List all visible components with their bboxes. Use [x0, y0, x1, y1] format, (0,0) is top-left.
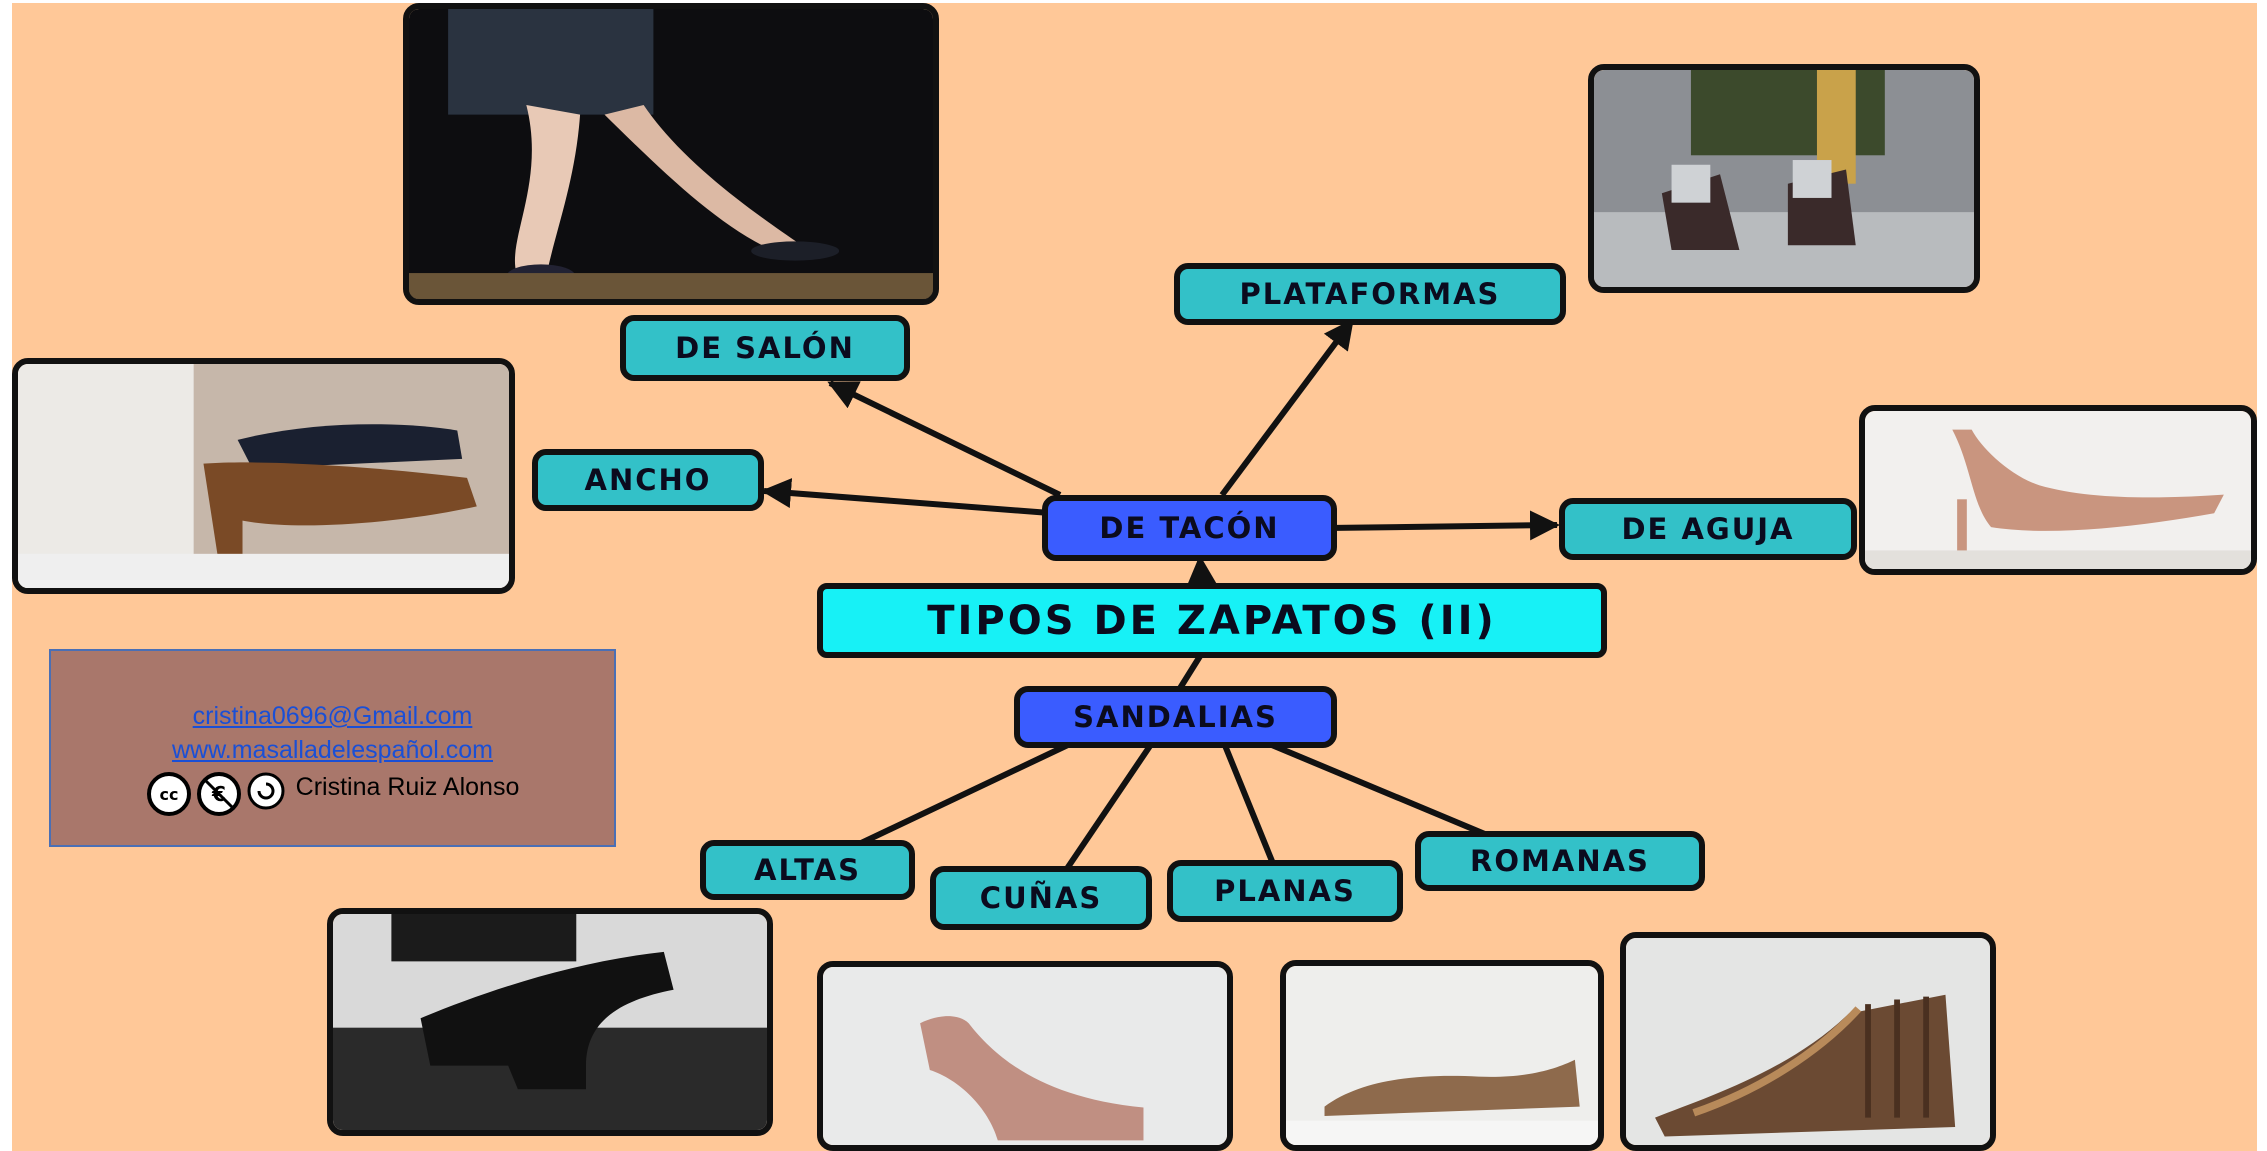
website-link[interactable]: www.masalladelespañol.com [172, 736, 493, 764]
photo-de-aguja [1859, 405, 2257, 575]
license-row: cc € Cristina Ruiz Alonso [51, 771, 614, 817]
author-name: Cristina Ruiz Alonso [295, 772, 520, 801]
wide-heel-shoes-icon [18, 364, 509, 588]
slide-canvas: DE SALÓN PLATAFORMAS ANCHO DE TACÓN DE A… [12, 3, 2257, 1151]
arrow-to-ancho [761, 478, 1051, 516]
photo-de-salon [403, 3, 939, 305]
cc-icon: cc [146, 772, 191, 816]
node-sandalias: SANDALIAS [1014, 686, 1337, 748]
node-de-aguja: DE AGUJA [1559, 498, 1857, 560]
arrow-to-de-salon [827, 380, 1062, 498]
arrow-to-plataformas [1219, 318, 1355, 497]
node-de-tacon: DE TACÓN [1042, 495, 1337, 561]
node-de-salon: DE SALÓN [620, 315, 910, 381]
node-planas: PLANAS [1167, 860, 1403, 922]
node-plataformas: PLATAFORMAS [1174, 263, 1566, 325]
node-tipos-de-zapatos: TIPOS DE ZAPATOS (II) [817, 583, 1607, 658]
non-commercial-icon: € [196, 772, 241, 816]
photo-planas [1280, 960, 1604, 1151]
photo-romanas [1620, 932, 1996, 1151]
line-to-altas [855, 740, 1074, 848]
stiletto-shoe-icon [1865, 411, 2251, 569]
arrow-to-de-aguja [1326, 510, 1560, 541]
connector-lines [761, 318, 1560, 875]
wedge-shoe-icon [823, 967, 1227, 1145]
email-link[interactable]: cristina0696@Gmail.com [192, 702, 473, 730]
photo-altas [327, 908, 773, 1136]
platform-shoes-icon [1594, 70, 1974, 287]
high-sandal-icon [333, 914, 767, 1130]
roman-sandal-icon [1626, 938, 1990, 1145]
salon-shoes-icon [409, 9, 933, 299]
svg-text:cc: cc [159, 785, 178, 804]
photo-ancho [12, 358, 515, 594]
credits-box: cristina0696@Gmail.com www.masalladelesp… [49, 649, 616, 847]
node-romanas: ROMANAS [1415, 831, 1705, 891]
line-to-cunas [1061, 741, 1155, 875]
node-altas: ALTAS [700, 840, 915, 900]
flat-sandal-icon [1286, 966, 1598, 1145]
attribution-icon [247, 772, 285, 810]
photo-plataformas [1588, 64, 1980, 293]
line-to-planas [1221, 741, 1277, 868]
node-ancho: ANCHO [532, 449, 764, 511]
license-icons: cc € [146, 771, 286, 817]
line-to-romanas [1265, 740, 1494, 840]
node-cunas: CUÑAS [930, 866, 1152, 930]
photo-cunas [817, 961, 1233, 1151]
